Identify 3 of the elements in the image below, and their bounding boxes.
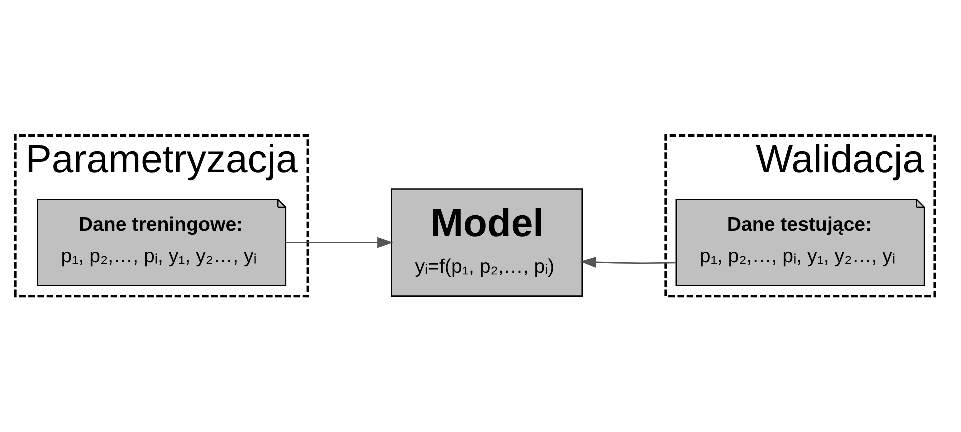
node-box: Model yᵢ=f(p₁, p₂,…, pᵢ) [391,188,584,297]
arrow [580,256,676,268]
arrow [286,237,394,248]
